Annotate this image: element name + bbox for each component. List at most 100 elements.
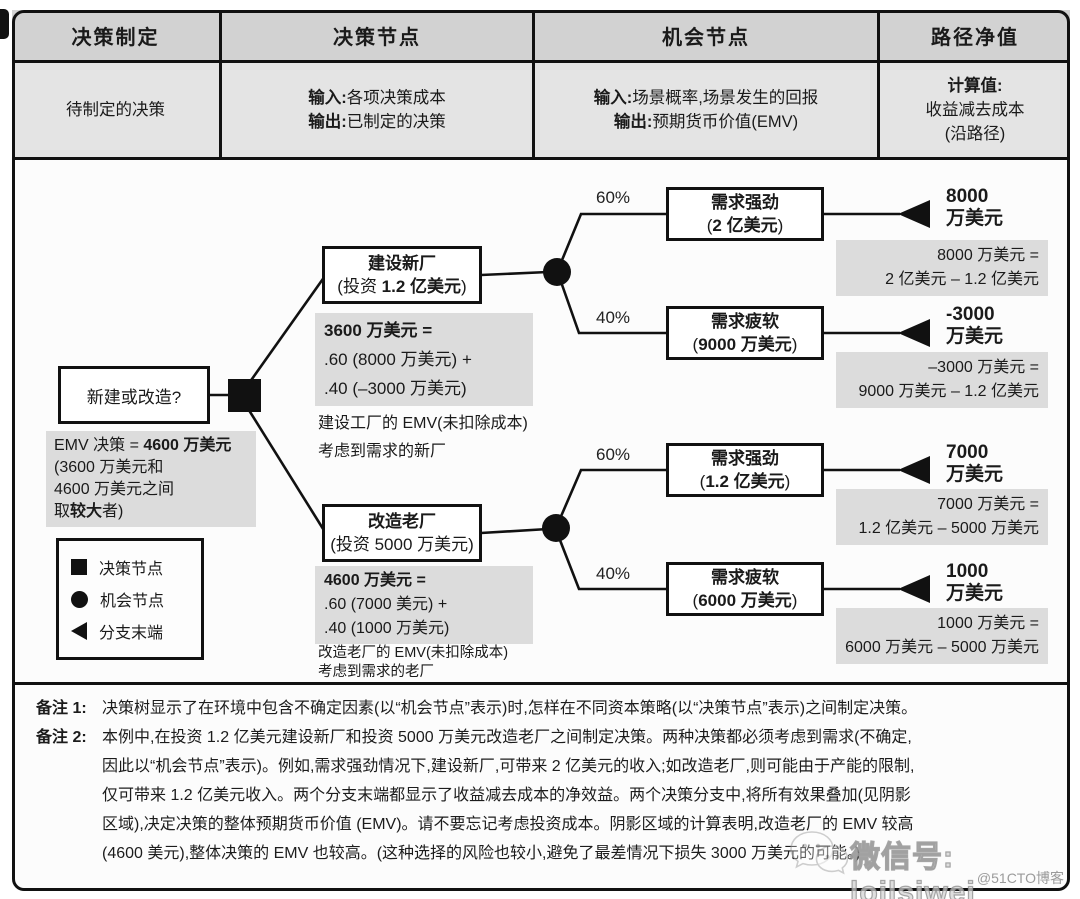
reno-calc-result: 4600 万美元 =: [324, 572, 426, 589]
decision-node-input: 输入:各项决策成本: [308, 86, 446, 110]
note-1: 备注 1: 决策树显示了在环境中包含不确定因素(以“机会节点”表示)时,怎样在不…: [36, 694, 1050, 723]
chance-node-input: 输入:场景概率,场景发生的回报: [594, 86, 819, 110]
footnotes: 备注 1: 决策树显示了在环境中包含不确定因素(以“机会节点”表示)时,怎样在不…: [36, 694, 1050, 868]
note-1-text: 决策树显示了在环境中包含不确定因素(以“机会节点”表示)时,怎样在不同资本策略(…: [102, 700, 918, 717]
payoff-pre: (: [692, 591, 699, 610]
header-decision-making-label: 决策制定: [71, 26, 160, 49]
probability-label-4: 40%: [596, 564, 631, 583]
input-text: 场景概率,场景发生的回报: [632, 89, 819, 107]
path-value-amount: 1000: [946, 561, 989, 582]
chance-node-output: 输出:预期货币价值(EMV): [614, 110, 798, 134]
note-2-line3: 仅可带来 1.2 亿美元收入。两个分支末端都显示了收益减去成本的净效益。两个决策…: [102, 787, 911, 804]
payoff-pre: (: [692, 335, 699, 354]
scenario-box-weak-demand-1: 需求疲软 (9000 万美元): [666, 306, 824, 360]
decision-node-square-icon: [71, 559, 87, 575]
root-question-box: 新建或改造?: [58, 366, 210, 424]
input-label: 输入:: [308, 89, 347, 107]
path-value-unit: 万美元: [946, 208, 1004, 229]
decision-node-square-icon: [228, 379, 261, 412]
emv-note-line1: EMV 决策 = 4600 万美元: [54, 435, 248, 457]
payoff-pre: (: [706, 216, 713, 235]
reno-calc-line2: .60 (7000 美元) +: [324, 596, 448, 613]
scenario-payoff: (9000 万美元): [693, 333, 798, 356]
path-value-unit: 万美元: [946, 464, 1004, 485]
build-calc-note-line1: 建设工厂的 EMV(未扣除成本): [318, 415, 528, 432]
calc-value-label: 计算值:: [947, 77, 1003, 95]
path-calc-1: 8000 万美元 = 2 亿美元 – 1.2 亿美元: [836, 240, 1048, 296]
payoff-post: ): [791, 591, 798, 610]
reno-calc-note: 改造老厂的 EMV(未扣除成本) 考虑到需求的老厂: [318, 644, 508, 682]
emv-note-line4-post: 者): [102, 503, 124, 520]
path-value-4: 1000 万美元: [946, 561, 1066, 605]
scenario-title: 需求强劲: [711, 193, 779, 212]
branch-terminal-arrow-1: [898, 200, 930, 228]
branch-terminal-arrow-2: [898, 319, 930, 347]
path-calc-line2: 2 亿美元 – 1.2 亿美元: [885, 271, 1039, 288]
scenario-payoff: (2 亿美元): [707, 214, 784, 237]
path-value-2: -3000 万美元: [946, 304, 1066, 348]
scenario-box-strong-demand-2: 需求强劲 (1.2 亿美元): [666, 443, 824, 497]
note-2-line4: 区域),决定决策的整体预期货币价值 (EMV)。请不要忘记考虑投资成本。阴影区域…: [102, 816, 914, 833]
note-2-line5: (4600 美元),整体决策的 EMV 也较高。(这种选择的风险也较小,避免了最…: [102, 845, 861, 862]
calc-value-line2: (沿路径): [944, 125, 1006, 143]
emv-note-line1-pre: EMV 决策 =: [54, 437, 144, 454]
payoff-bold: 1.2 亿美元: [705, 472, 785, 491]
legend-branch-terminal: 分支末端: [71, 619, 189, 643]
scenario-box-strong-demand-1: 需求强劲 (2 亿美元): [666, 187, 824, 241]
payoff-bold: 6000 万美元: [698, 591, 792, 610]
emv-note-line3: 4600 万美元之间: [54, 481, 175, 498]
decision-making-desc: 待制定的决策: [66, 101, 165, 119]
path-calc-line2: 9000 万美元 – 1.2 亿美元: [858, 383, 1039, 400]
header-chance-node: 机会节点: [535, 10, 880, 63]
note-2-line2: 因此以“机会节点”表示)。例如,需求强劲情况下,建设新厂,可带来 2 亿美元的收…: [102, 758, 915, 775]
chance-node-circle-2: [542, 514, 570, 542]
root-question-label: 新建或改造?: [86, 387, 182, 407]
payoff-bold: 2 亿美元: [712, 216, 778, 235]
note-2: 备注 2: 本例中,在投资 1.2 亿美元建设新厂和投资 5000 万美元改造老…: [36, 723, 1050, 752]
build-calc-result: 3600 万美元 =: [324, 321, 433, 340]
scenario-payoff: (1.2 亿美元): [700, 470, 791, 493]
path-calc-line2: 6000 万美元 – 5000 万美元: [845, 639, 1039, 656]
renovate-old-plant-box: 改造老厂 (投资 5000 万美元): [322, 504, 482, 562]
path-value-unit: 万美元: [946, 326, 1004, 347]
emv-note-line4-pre: 取: [54, 503, 71, 520]
input-text: 各项决策成本: [346, 89, 446, 107]
branch-terminal-triangle-icon: [71, 622, 87, 640]
legend-chance-node: 机会节点: [71, 587, 189, 611]
emv-note-line4: 取较大者): [54, 501, 248, 523]
chance-node-circle-icon: [71, 590, 88, 608]
payoff-pre: (: [699, 472, 706, 491]
reno-emv-calc-box: 4600 万美元 = .60 (7000 美元) + .40 (1000 万美元…: [315, 566, 533, 644]
note-2-label: 备注 2:: [36, 729, 87, 746]
reno-box-title: 改造老厂: [368, 512, 436, 531]
path-value-amount: -3000: [946, 304, 995, 325]
legend-decision-label: 决策节点: [99, 561, 164, 578]
note-1-label: 备注 1:: [36, 700, 87, 717]
legend-chance-label: 机会节点: [100, 593, 165, 610]
calc-value-line1: 收益减去成本: [925, 101, 1025, 119]
scenario-title: 需求强劲: [711, 449, 779, 468]
path-value-1: 8000 万美元: [946, 186, 1066, 230]
build-calc-line3: .40 (–3000 万美元): [324, 379, 467, 398]
header-decision-making: 决策制定: [12, 10, 222, 63]
subheader-decision-making: 待制定的决策: [12, 63, 222, 160]
header-chance-node-label: 机会节点: [662, 26, 750, 49]
probability-label-3: 60%: [596, 445, 631, 464]
reno-box-invest: (投资 5000 万美元): [330, 533, 474, 556]
output-label: 输出:: [308, 113, 347, 131]
path-calc-3: 7000 万美元 = 1.2 亿美元 – 5000 万美元: [836, 489, 1048, 545]
legend-box: 决策节点 机会节点 分支末端: [56, 538, 204, 660]
output-label: 输出:: [613, 113, 653, 131]
payoff-post: ): [777, 216, 784, 235]
header-decision-node: 决策节点: [222, 10, 535, 63]
scenario-title: 需求疲软: [711, 312, 779, 331]
site-watermark-text: @51CTO博客: [976, 870, 1064, 886]
reno-calc-line3: .40 (1000 万美元): [324, 620, 450, 637]
scenario-box-weak-demand-2: 需求疲软 (6000 万美元): [666, 562, 824, 616]
branch-terminal-arrow-3: [898, 456, 930, 484]
build-new-plant-box: 建设新厂 (投资 1.2 亿美元): [322, 246, 482, 304]
page-edge-tab: [0, 9, 9, 39]
probability-label-2: 40%: [596, 308, 631, 327]
path-calc-line1: 8000 万美元 =: [937, 247, 1039, 264]
path-calc-line2: 1.2 亿美元 – 5000 万美元: [858, 520, 1039, 537]
